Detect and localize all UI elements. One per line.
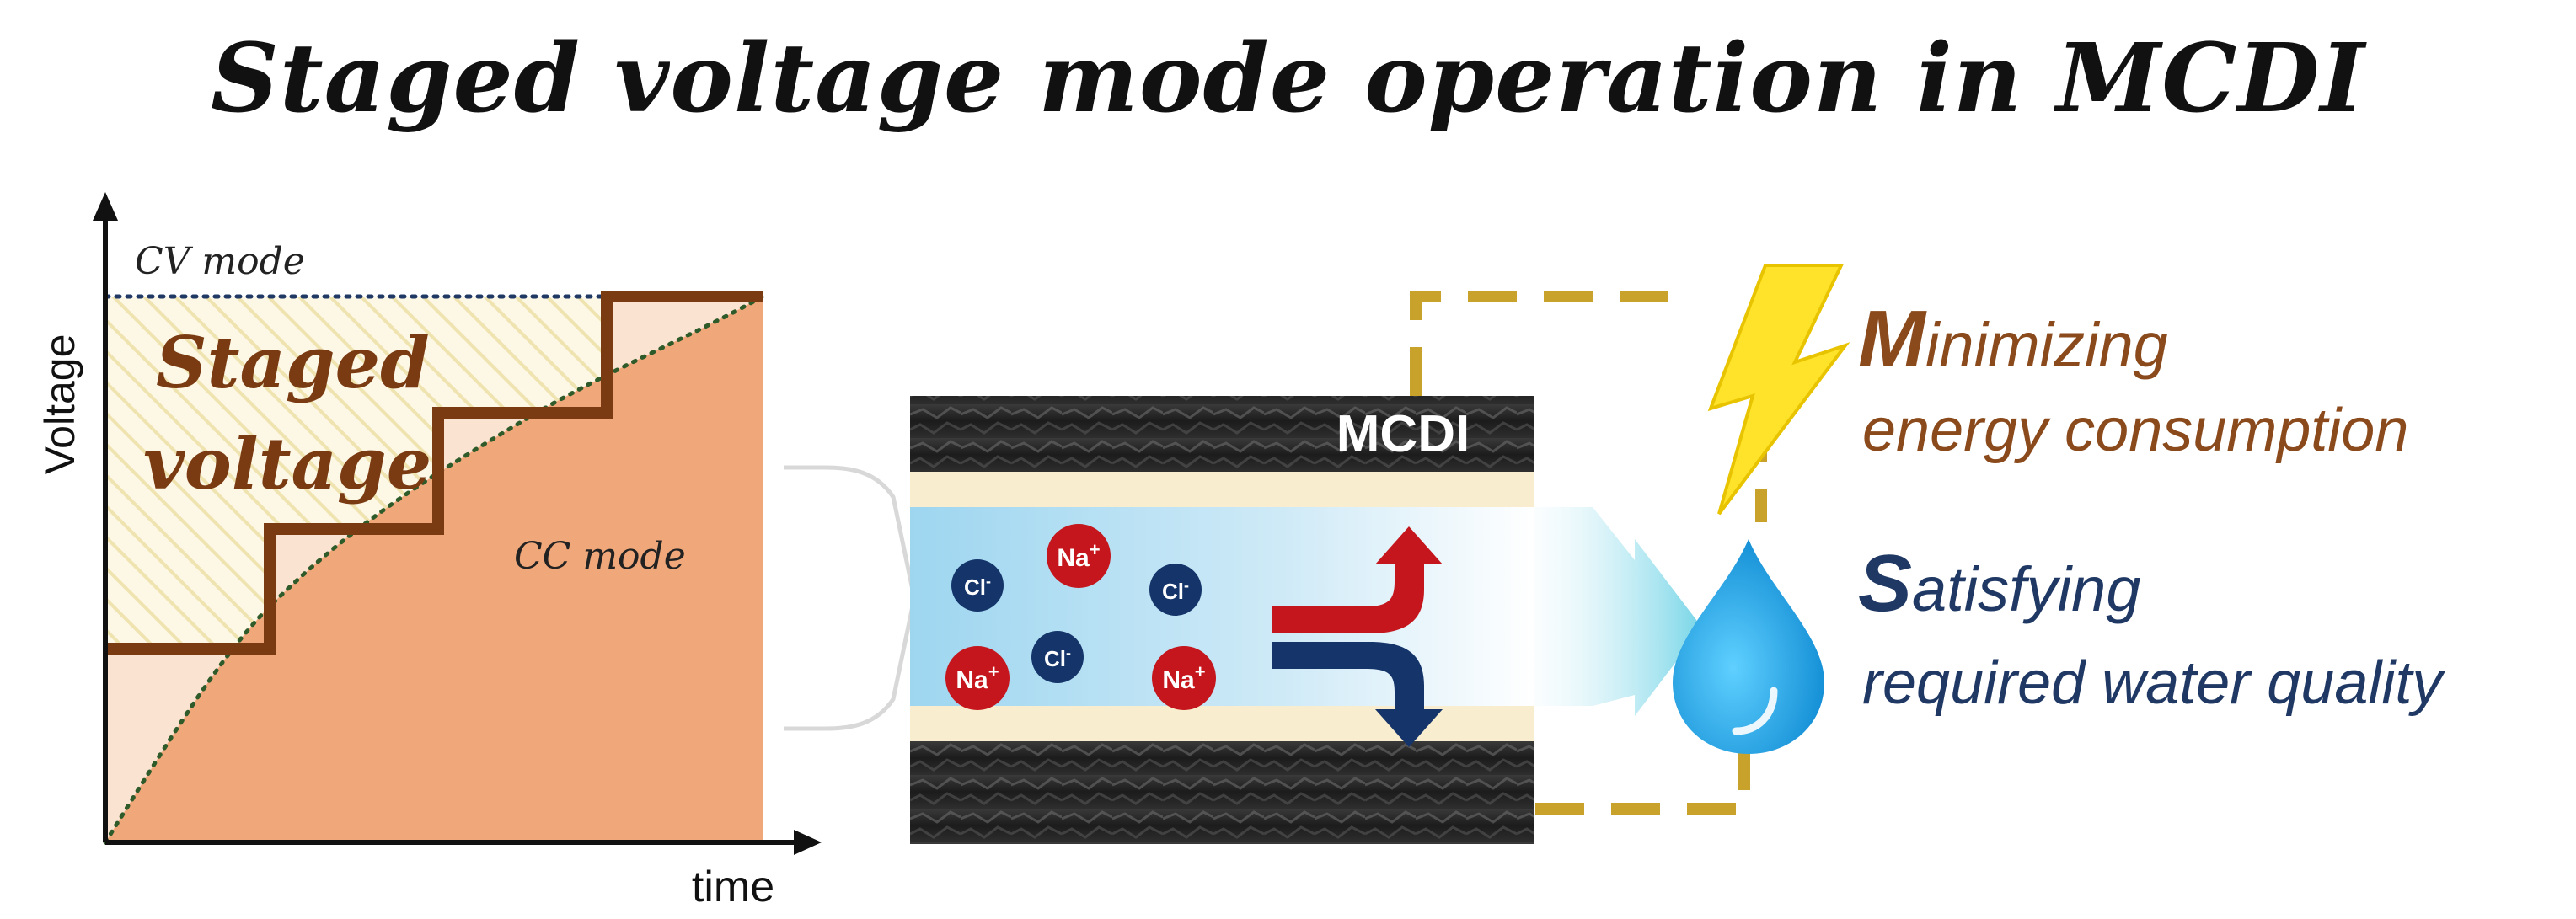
- y-axis-arrow: [93, 192, 118, 221]
- bottom-electrode: [910, 741, 1534, 844]
- staged-label-line1: Staged: [156, 321, 430, 404]
- goal-heading: inimizing: [1925, 310, 2168, 380]
- chloride-ion: Cl-: [1031, 631, 1084, 683]
- cc-mode-label: CC mode: [514, 535, 686, 578]
- goal-subtitle: energy consumption: [1862, 397, 2408, 464]
- lightning-icon: [1707, 264, 1850, 516]
- svg-text:Cl-: Cl-: [1044, 644, 1071, 671]
- svg-text:Na+: Na+: [956, 661, 999, 694]
- staged-label-line2: voltage: [143, 422, 431, 505]
- svg-text:Cl-: Cl-: [1162, 577, 1189, 604]
- voltage-time-plot: CV mode CC mode Staged voltage Voltage t…: [36, 192, 822, 911]
- chloride-ion: Cl-: [1149, 564, 1202, 616]
- sodium-ion: Na+: [1047, 524, 1111, 588]
- flow-channel: [910, 507, 1534, 706]
- mcdi-cell: MCDI Cl- Na+ Cl- Cl- Na+ Na+: [910, 396, 1702, 844]
- goal-minimizing-energy: Minimizing energy consumption: [1858, 294, 2408, 464]
- svg-text:Cl-: Cl-: [964, 573, 991, 600]
- cation-flow-arrow: [1272, 526, 1443, 633]
- water-drop-icon: [1673, 539, 1824, 754]
- svg-text:Minimizing: Minimizing: [1858, 294, 2168, 384]
- cc-mode-fill: [105, 297, 763, 842]
- sodium-ion: Na+: [945, 646, 1010, 710]
- mcdi-label: MCDI: [1336, 405, 1470, 463]
- chloride-ion: Cl-: [951, 559, 1004, 612]
- x-axis-label: time: [692, 863, 774, 911]
- output-glow-arrow: [1534, 507, 1702, 716]
- staged-voltage-line: [105, 291, 763, 655]
- top-electrode: [910, 396, 1534, 472]
- svg-text:Na+: Na+: [1162, 661, 1205, 694]
- feedback-loop-top: [1410, 291, 1690, 396]
- goal-heading: atisfying: [1912, 554, 2140, 624]
- cc-mode-line: [103, 294, 765, 845]
- page-title: Staged voltage mode operation in MCDI: [211, 24, 2365, 134]
- goal-satisfying-quality: Satisfying required water quality: [1858, 538, 2445, 717]
- anion-flow-arrow: [1272, 642, 1443, 747]
- svg-text:Na+: Na+: [1057, 539, 1100, 572]
- y-axis-label: Voltage: [36, 334, 83, 475]
- cv-mode-label: CV mode: [135, 240, 305, 283]
- svg-text:Satisfying: Satisfying: [1858, 538, 2141, 628]
- feedback-loop-bottom: [1534, 741, 1750, 815]
- goal-initial: S: [1858, 538, 1912, 628]
- goal-initial: M: [1858, 294, 1927, 384]
- x-axis-arrow: [794, 830, 822, 855]
- top-membrane: [910, 472, 1534, 507]
- input-arrow-outline: [784, 465, 917, 731]
- goal-subtitle: required water quality: [1862, 649, 2445, 717]
- sodium-ion: Na+: [1152, 646, 1216, 710]
